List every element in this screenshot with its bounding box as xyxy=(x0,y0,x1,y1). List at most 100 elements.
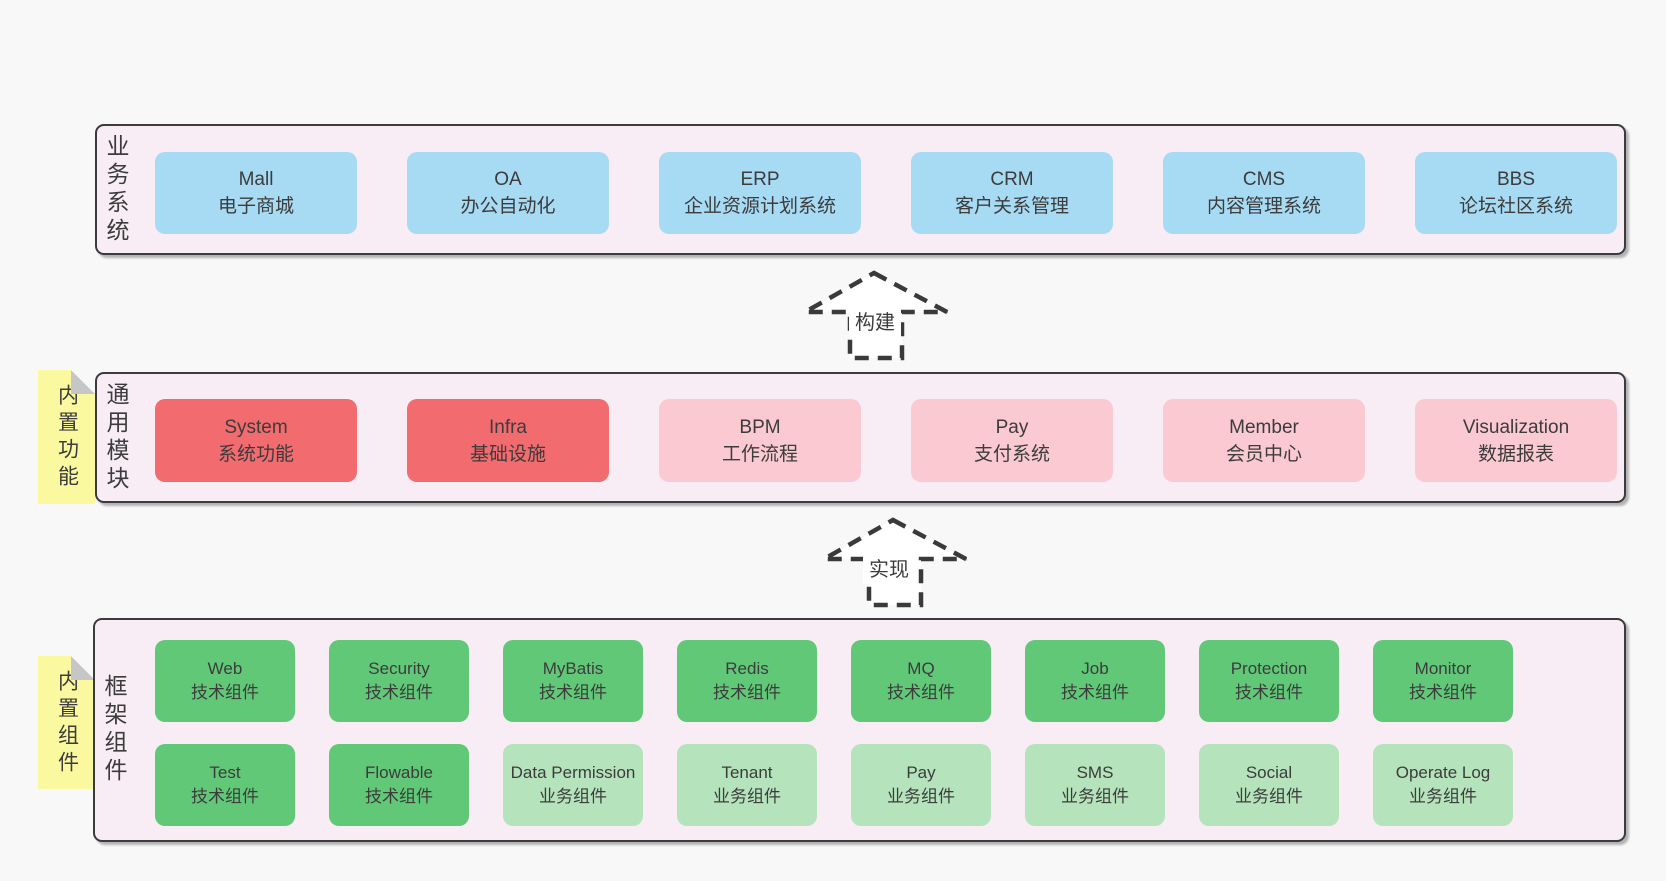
box-pay: Pay 业务组件 xyxy=(851,744,991,826)
box-member: Member 会员中心 xyxy=(1163,399,1365,482)
box-mall: Mall 电子商城 xyxy=(155,152,357,234)
business-systems-container: 业务系统 Mall 电子商城 OA 办公自动化 ERP 企业资源计划系统 CRM… xyxy=(95,124,1626,255)
box-oa: OA 办公自动化 xyxy=(407,152,609,234)
box-pay: Pay 支付系统 xyxy=(911,399,1113,482)
box-mq: MQ 技术组件 xyxy=(851,640,991,722)
box-title: System xyxy=(224,416,288,438)
box-subtitle: 业务组件 xyxy=(1409,787,1477,806)
box-redis: Redis 技术组件 xyxy=(677,640,817,722)
box-visualization: Visualization 数据报表 xyxy=(1415,399,1617,482)
box-title: OA xyxy=(494,169,522,190)
box-title: Job xyxy=(1081,659,1109,678)
box-erp: ERP 企业资源计划系统 xyxy=(659,152,861,234)
box-subtitle: 系统功能 xyxy=(217,443,294,465)
box-title: Social xyxy=(1245,763,1293,782)
common-modules-container: 通用模块 System 系统功能 Infra 基础设施 BPM 工作流程 Pay… xyxy=(95,372,1626,503)
box-title: SMS xyxy=(1076,763,1114,782)
box-title: Operate Log xyxy=(1395,763,1491,782)
box-bpm: BPM 工作流程 xyxy=(659,399,861,482)
box-title: Pay xyxy=(906,763,936,782)
box-crm: CRM 客户关系管理 xyxy=(911,152,1113,234)
box-title: Flowable xyxy=(364,763,434,782)
box-sms: SMS 业务组件 xyxy=(1025,744,1165,826)
box-subtitle: 工作流程 xyxy=(721,443,798,465)
box-subtitle: 技术组件 xyxy=(713,683,781,702)
box-title: BPM xyxy=(739,416,781,438)
box-flowable: Flowable 技术组件 xyxy=(329,744,469,826)
box-subtitle: 技术组件 xyxy=(365,787,433,806)
box-subtitle: 技术组件 xyxy=(365,683,433,702)
box-operate-log: Operate Log 业务组件 xyxy=(1373,744,1513,826)
box-title: Member xyxy=(1229,416,1299,438)
box-title: Visualization xyxy=(1462,416,1570,438)
box-title: Monitor xyxy=(1414,659,1472,678)
folded-corner xyxy=(71,370,95,394)
layer-label-components: 框架组件 xyxy=(101,620,127,840)
layer-label-text: 业务系统 xyxy=(103,133,129,246)
business-systems-row: Mall 电子商城 OA 办公自动化 ERP 企业资源计划系统 CRM 客户关系… xyxy=(155,152,1617,234)
box-mybatis: MyBatis 技术组件 xyxy=(503,640,643,722)
box-subtitle: 技术组件 xyxy=(539,683,607,702)
box-title: ERP xyxy=(740,169,780,190)
box-title: Redis xyxy=(725,659,769,678)
framework-components-row-2: Test 技术组件 Flowable 技术组件 Data Permission … xyxy=(155,744,1513,826)
box-tenant: Tenant 业务组件 xyxy=(677,744,817,826)
tag-label: 内置功能 xyxy=(55,384,79,492)
box-monitor: Monitor 技术组件 xyxy=(1373,640,1513,722)
box-title: Tenant xyxy=(721,763,773,782)
box-title: CRM xyxy=(990,169,1034,190)
build-arrow-label: 构建 xyxy=(849,309,901,337)
box-title: Pay xyxy=(995,416,1029,438)
box-subtitle: 业务组件 xyxy=(887,787,955,806)
box-subtitle: 企业资源计划系统 xyxy=(683,196,836,217)
box-cms: CMS 内容管理系统 xyxy=(1163,152,1365,234)
box-subtitle: 技术组件 xyxy=(887,683,955,702)
box-title: Security xyxy=(368,659,430,678)
box-subtitle: 业务组件 xyxy=(1061,787,1129,806)
box-subtitle: 基础设施 xyxy=(469,443,546,465)
box-protection: Protection 技术组件 xyxy=(1199,640,1339,722)
box-infra: Infra 基础设施 xyxy=(407,399,609,482)
box-subtitle: 业务组件 xyxy=(539,787,607,806)
folded-corner xyxy=(71,656,95,680)
box-title: Protection xyxy=(1230,659,1308,678)
box-social: Social 业务组件 xyxy=(1199,744,1339,826)
box-title: Mall xyxy=(238,169,274,190)
box-subtitle: 客户关系管理 xyxy=(954,196,1069,217)
layer-label-modules: 通用模块 xyxy=(103,374,129,501)
box-security: Security 技术组件 xyxy=(329,640,469,722)
box-subtitle: 技术组件 xyxy=(1409,683,1477,702)
box-subtitle: 数据报表 xyxy=(1477,443,1554,465)
box-web: Web 技术组件 xyxy=(155,640,295,722)
layer-label-business: 业务系统 xyxy=(103,126,129,253)
tag-built-in-components: 内置组件 xyxy=(38,656,95,789)
box-title: MQ xyxy=(907,659,935,678)
common-modules-row: System 系统功能 Infra 基础设施 BPM 工作流程 Pay 支付系统… xyxy=(155,399,1617,482)
box-subtitle: 会员中心 xyxy=(1225,443,1302,465)
box-subtitle: 内容管理系统 xyxy=(1206,196,1321,217)
implement-arrow-label: 实现 xyxy=(863,556,915,584)
box-title: Data Permission xyxy=(510,763,636,782)
box-subtitle: 电子商城 xyxy=(217,196,294,217)
layer-label-text: 框架组件 xyxy=(101,674,127,786)
box-subtitle: 技术组件 xyxy=(1061,683,1129,702)
box-test: Test 技术组件 xyxy=(155,744,295,826)
box-bbs: BBS 论坛社区系统 xyxy=(1415,152,1617,234)
box-title: Test xyxy=(209,763,241,782)
tag-label: 内置组件 xyxy=(55,670,79,778)
box-system: System 系统功能 xyxy=(155,399,357,482)
box-title: MyBatis xyxy=(542,659,604,678)
box-subtitle: 办公自动化 xyxy=(460,196,556,217)
framework-components-row-1: Web 技术组件 Security 技术组件 MyBatis 技术组件 Redi… xyxy=(155,640,1513,722)
box-title: Web xyxy=(207,659,243,678)
box-data-permission: Data Permission 业务组件 xyxy=(503,744,643,826)
box-subtitle: 论坛社区系统 xyxy=(1458,196,1573,217)
box-subtitle: 技术组件 xyxy=(191,787,259,806)
box-subtitle: 技术组件 xyxy=(1235,683,1303,702)
box-subtitle: 业务组件 xyxy=(1235,787,1303,806)
box-title: CMS xyxy=(1242,169,1286,190)
box-subtitle: 业务组件 xyxy=(713,787,781,806)
box-subtitle: 技术组件 xyxy=(191,683,259,702)
tag-built-in-features: 内置功能 xyxy=(38,370,95,504)
